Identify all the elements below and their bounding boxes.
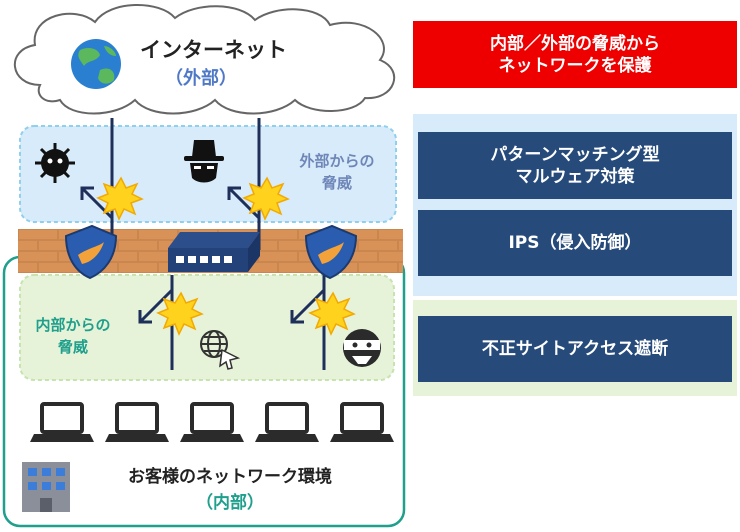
laptop-icon [330, 402, 394, 442]
burst-icon [96, 176, 356, 336]
router-icon [168, 232, 260, 272]
laptop-icon [180, 402, 244, 442]
laptop-icon [105, 402, 169, 442]
feature-url-blocking: 不正サイトアクセス遮断 [418, 316, 732, 382]
web-globe-icon [200, 330, 241, 370]
internet-sub: （外部） [165, 68, 237, 89]
feature-url-blocking-label: 不正サイトアクセス遮断 [481, 339, 669, 359]
laptop-icons [30, 402, 394, 442]
globe-icon [71, 39, 121, 89]
customer-network-sub: （内部） [196, 493, 264, 513]
external-threat-label: 外部からの 脅威 [282, 150, 392, 194]
virus-icon [35, 143, 75, 183]
protection-header: 内部／外部の脅威から ネットワークを保護 [413, 21, 737, 88]
protection-header-line1: 内部／外部の脅威から [490, 33, 660, 54]
external-threat-line1: 外部からの [299, 152, 375, 170]
laptop-icon [255, 402, 319, 442]
feature-ips-label: IPS（侵入防御） [508, 233, 642, 253]
thief-icon [343, 329, 381, 367]
laptop-icon [30, 402, 94, 442]
protection-header-line2: ネットワークを保護 [498, 55, 652, 76]
feature-malware-line1: パターンマッチング型 [490, 144, 660, 165]
internet-cloud [14, 3, 396, 115]
feature-malware-line2: マルウェア対策 [515, 166, 635, 187]
internal-threat-label: 内部からの 脅威 [18, 314, 128, 358]
building-icon [22, 462, 70, 512]
feature-malware-protection: パターンマッチング型 マルウェア対策 [418, 132, 732, 199]
internal-threat-line1: 内部からの [35, 316, 111, 334]
external-threat-line2: 脅威 [321, 174, 352, 192]
customer-network-title: お客様のネットワーク環境 [128, 467, 332, 487]
internal-zone [19, 274, 395, 381]
blocked-arrow-icon [80, 186, 326, 324]
internal-threat-line2: 脅威 [57, 338, 88, 356]
feature-ips: IPS（侵入防御） [418, 210, 732, 276]
internet-title: インターネット [140, 38, 287, 62]
shield-icon [64, 224, 358, 280]
hacker-icon [184, 140, 224, 183]
